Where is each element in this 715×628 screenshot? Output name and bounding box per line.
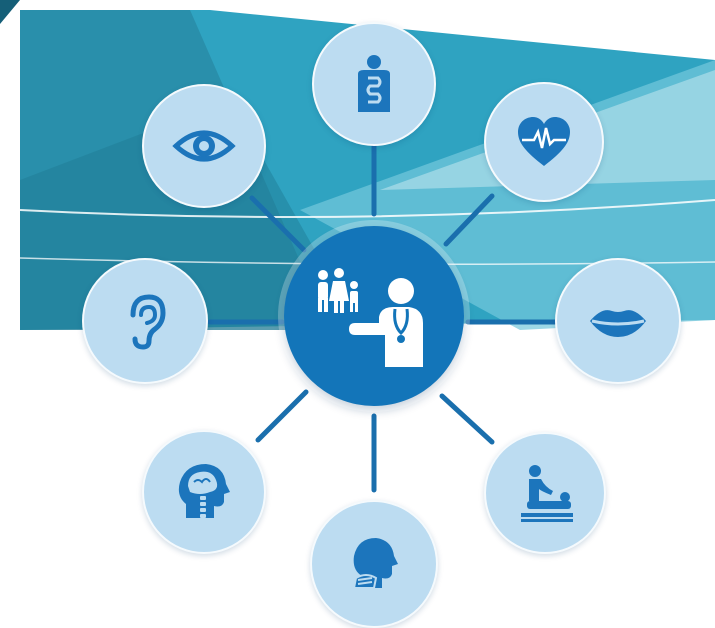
specialty-otology-node[interactable] — [82, 258, 208, 384]
lips-icon — [590, 310, 646, 337]
connector-bottom-right — [439, 393, 495, 445]
bg-streak-1 — [19, 199, 715, 219]
massage-therapy-icon — [521, 465, 573, 522]
brain-spine-icon — [178, 464, 230, 518]
head-throat-icon — [352, 538, 398, 589]
connector-bottom-left — [255, 389, 309, 443]
specialty-ophthalmology-node[interactable] — [142, 84, 266, 208]
specialty-oral-node[interactable] — [555, 258, 681, 384]
specialty-cardiology-node[interactable] — [484, 82, 604, 202]
torso-organs-icon — [358, 55, 390, 112]
specialty-internal-node[interactable] — [312, 22, 436, 146]
connector-top-right — [443, 193, 495, 247]
family-doctor-icon — [318, 268, 423, 367]
eye-icon — [172, 130, 236, 162]
bg-corner-dark — [0, 0, 20, 24]
heart-ecg-icon — [518, 117, 570, 166]
specialty-neurology-node[interactable] — [142, 430, 266, 554]
center-family-doctor-node[interactable] — [284, 226, 464, 406]
specialty-physiotherapy-node[interactable] — [484, 432, 606, 554]
specialty-ent-node[interactable] — [310, 500, 438, 628]
ear-icon — [130, 294, 166, 350]
connector-top-left — [249, 195, 307, 253]
